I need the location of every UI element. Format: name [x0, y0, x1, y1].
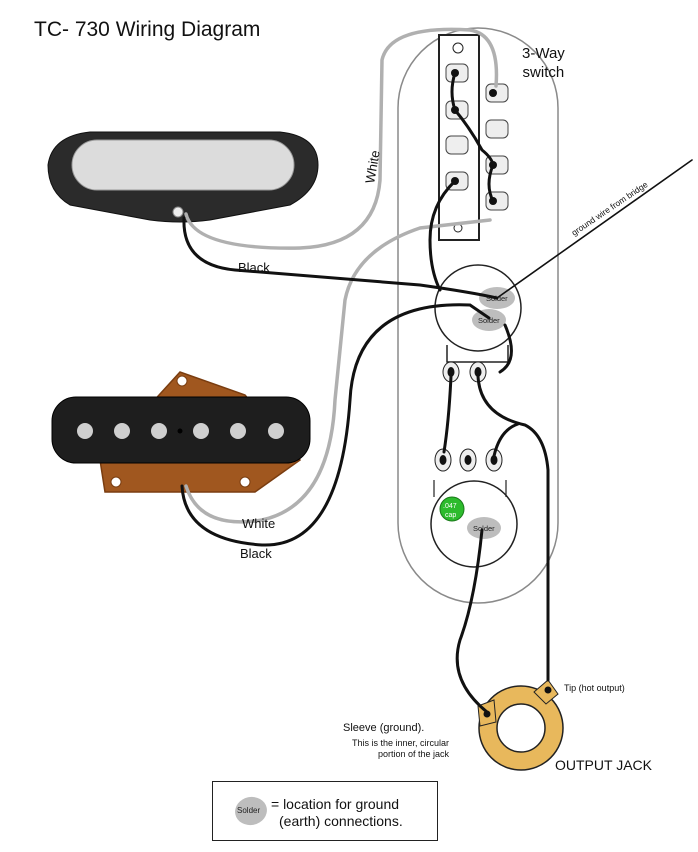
pole-piece-2	[114, 423, 130, 439]
output-jack	[477, 679, 564, 771]
bridge-pickup	[51, 371, 311, 493]
white-bottom-label: White	[242, 516, 275, 531]
neck-pickup-cover	[71, 139, 295, 191]
pole-piece-5	[230, 423, 246, 439]
pole-piece-3	[151, 423, 167, 439]
sleeve-note: This is the inner, circular portion of t…	[352, 738, 449, 760]
cap-word-label: cap	[445, 512, 456, 519]
switch-to-volume	[428, 179, 457, 292]
switch-lug-r2	[485, 119, 509, 139]
cap-value-label: .047	[443, 503, 457, 510]
volume-to-tone	[442, 374, 453, 454]
switch-label-line1: 3-Way	[522, 45, 565, 62]
bridge-mount-hole-right	[239, 476, 251, 488]
bridge-mount-hole-top	[176, 375, 188, 387]
tone-solder-blob	[467, 517, 501, 539]
pole-piece-4	[193, 423, 209, 439]
white-wires	[184, 27, 499, 524]
jack-inner	[496, 703, 546, 753]
legend-text-line1: = location for ground	[271, 796, 400, 812]
switch-jumper-1	[450, 71, 495, 203]
legend: Solder = location for ground (earth) con…	[212, 781, 438, 841]
ground-wire-label: ground wire from bridge	[570, 179, 650, 238]
bridge-white-wire	[184, 218, 492, 524]
capacitor	[439, 496, 465, 522]
black-bottom-label: Black	[240, 546, 272, 561]
bridge-mount-hole-left	[110, 476, 122, 488]
legend-text: = location for ground (earth) connection…	[271, 796, 403, 830]
three-way-switch	[438, 34, 509, 241]
switch-lug-l3	[445, 135, 469, 155]
sleeve-note-line2: portion of the jack	[378, 749, 450, 759]
legend-text-line2: (earth) connections.	[279, 813, 403, 829]
legend-solder-label: Solder	[237, 806, 261, 815]
tip-label: Tip (hot output)	[564, 683, 625, 693]
neck-white-wire	[184, 27, 499, 250]
sleeve-note-line1: This is the inner, circular	[352, 738, 450, 748]
sleeve-label: Sleeve (ground).	[343, 722, 425, 734]
switch-label: 3-Way switch	[522, 44, 565, 82]
diagram-title: TC- 730 Wiring Diagram	[34, 18, 261, 41]
volume-pot-body	[434, 264, 522, 352]
volume-pot: Solder Solder	[434, 264, 522, 383]
tone-pot: Solder .047 cap	[430, 448, 518, 568]
switch-label-line2: switch	[522, 64, 565, 81]
neck-pickup	[47, 131, 319, 223]
volume-solder-label-2: Solder	[478, 316, 500, 325]
bridge-black-wire	[180, 303, 491, 547]
tone-lug-jumper	[492, 422, 520, 458]
tone-solder-label: Solder	[473, 524, 495, 533]
black-top-label: Black	[238, 260, 270, 275]
pole-piece-1	[77, 423, 93, 439]
ground-wire	[496, 159, 693, 299]
black-wires	[180, 71, 693, 714]
neck-black-wire	[182, 216, 499, 300]
pole-piece-6	[268, 423, 284, 439]
volume-ground-bend	[498, 323, 513, 374]
output-jack-label: OUTPUT JACK	[555, 757, 652, 773]
volume-solder-blob-2	[472, 309, 506, 331]
volume-to-tone-2	[476, 374, 550, 682]
white-top-label: White	[362, 149, 383, 184]
tone-to-jack	[455, 528, 489, 714]
neck-pickup-screw	[172, 206, 184, 218]
